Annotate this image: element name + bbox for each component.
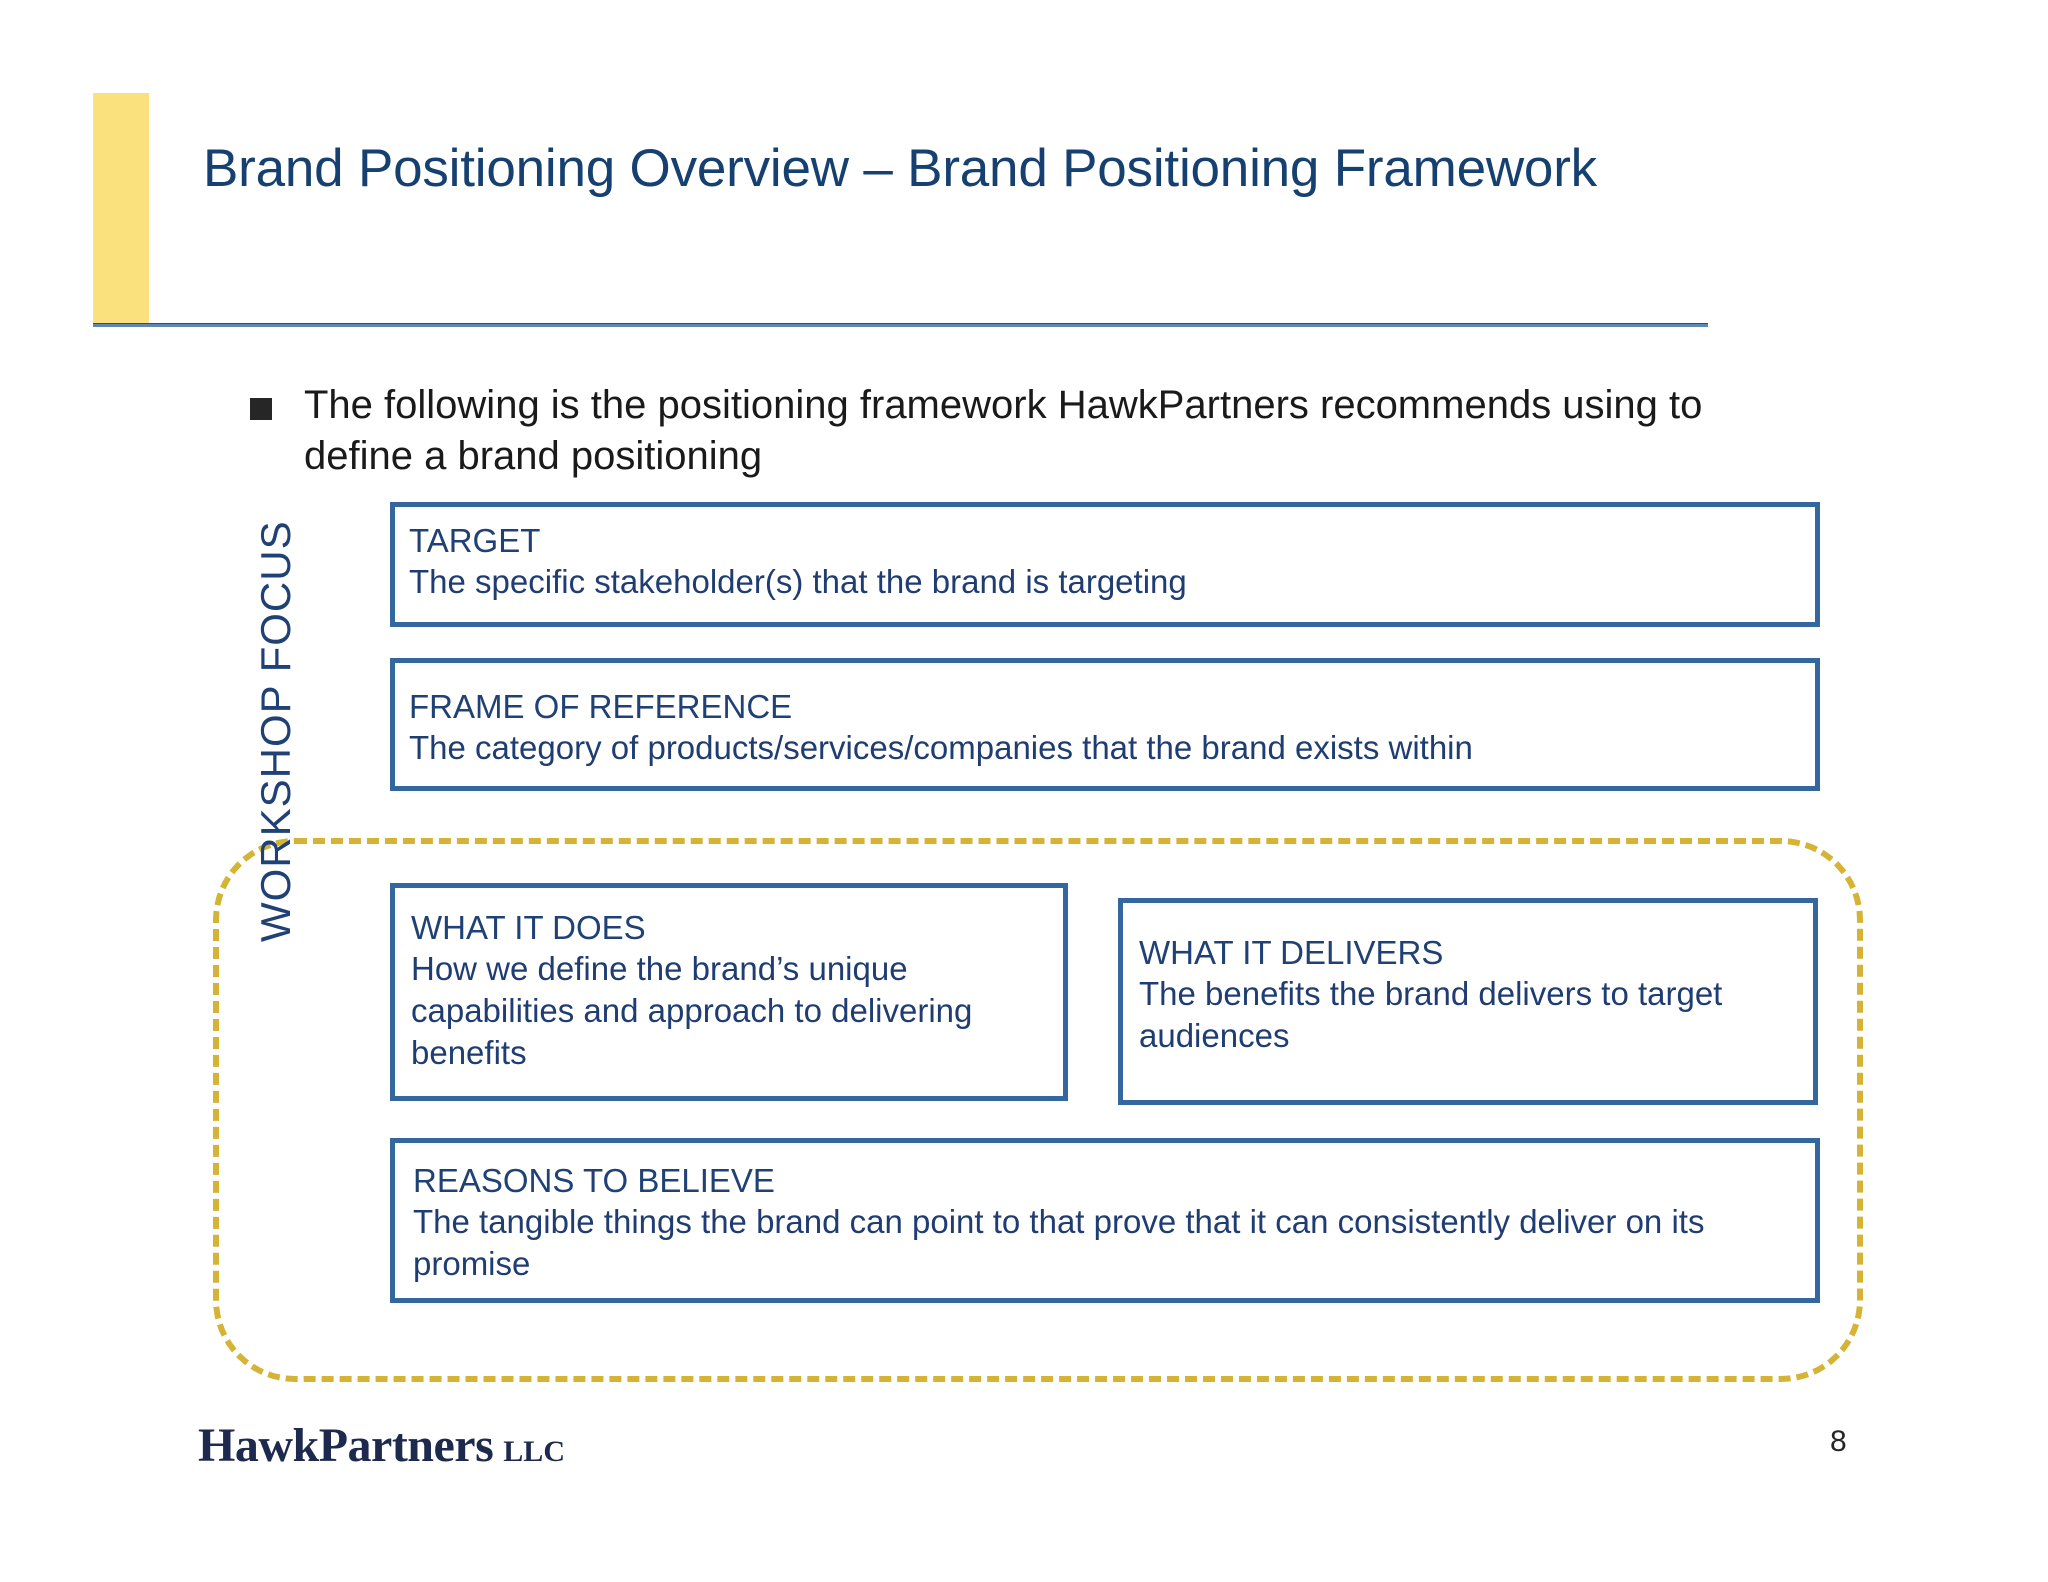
page-title: Brand Positioning Overview – Brand Posit… xyxy=(203,139,1597,198)
page-number: 8 xyxy=(1830,1425,1847,1458)
framework-box-what-it-does-description: How we define the brand’s unique capabil… xyxy=(411,949,973,1072)
framework-box-target: TARGET The specific stakeholder(s) that … xyxy=(390,502,1820,627)
framework-box-target-title: TARGET xyxy=(409,522,541,559)
framework-box-reasons-to-believe: REASONS TO BELIEVE The tangible things t… xyxy=(390,1138,1820,1303)
framework-box-reasons-to-believe-title: REASONS TO BELIEVE xyxy=(413,1162,775,1199)
framework-box-what-it-does-title: WHAT IT DOES xyxy=(411,909,646,946)
framework-box-target-description: The specific stakeholder(s) that the bra… xyxy=(409,562,1187,600)
framework-box-what-it-delivers-title: WHAT IT DELIVERS xyxy=(1139,934,1444,971)
intro-bullet-text: The following is the positioning framewo… xyxy=(304,383,1703,479)
square-bullet-icon xyxy=(250,398,272,420)
hawkpartners-logo: HawkPartners LLC xyxy=(198,1418,565,1473)
header-divider-line xyxy=(93,323,1708,327)
framework-box-what-it-delivers: WHAT IT DELIVERS The benefits the brand … xyxy=(1118,898,1818,1105)
hawkpartners-logo-primary: HawkPartners xyxy=(198,1419,494,1472)
workshop-focus-label: WORKSHOP FOCUS xyxy=(252,520,299,942)
framework-box-what-it-delivers-description: The benefits the brand delivers to targe… xyxy=(1139,974,1723,1054)
framework-box-frame-of-reference: FRAME OF REFERENCE The category of produ… xyxy=(390,658,1820,791)
hawkpartners-logo-suffix: LLC xyxy=(503,1435,565,1468)
framework-box-what-it-does: WHAT IT DOES How we define the brand’s u… xyxy=(390,883,1068,1101)
workshop-focus-dashed-container xyxy=(213,838,1863,1382)
intro-bullet: The following is the positioning framewo… xyxy=(250,380,1750,482)
framework-box-frame-of-reference-description: The category of products/services/compan… xyxy=(409,728,1473,766)
framework-box-reasons-to-believe-description: The tangible things the brand can point … xyxy=(413,1202,1705,1282)
framework-box-frame-of-reference-title: FRAME OF REFERENCE xyxy=(409,688,793,725)
yellow-accent-bar xyxy=(93,93,149,325)
